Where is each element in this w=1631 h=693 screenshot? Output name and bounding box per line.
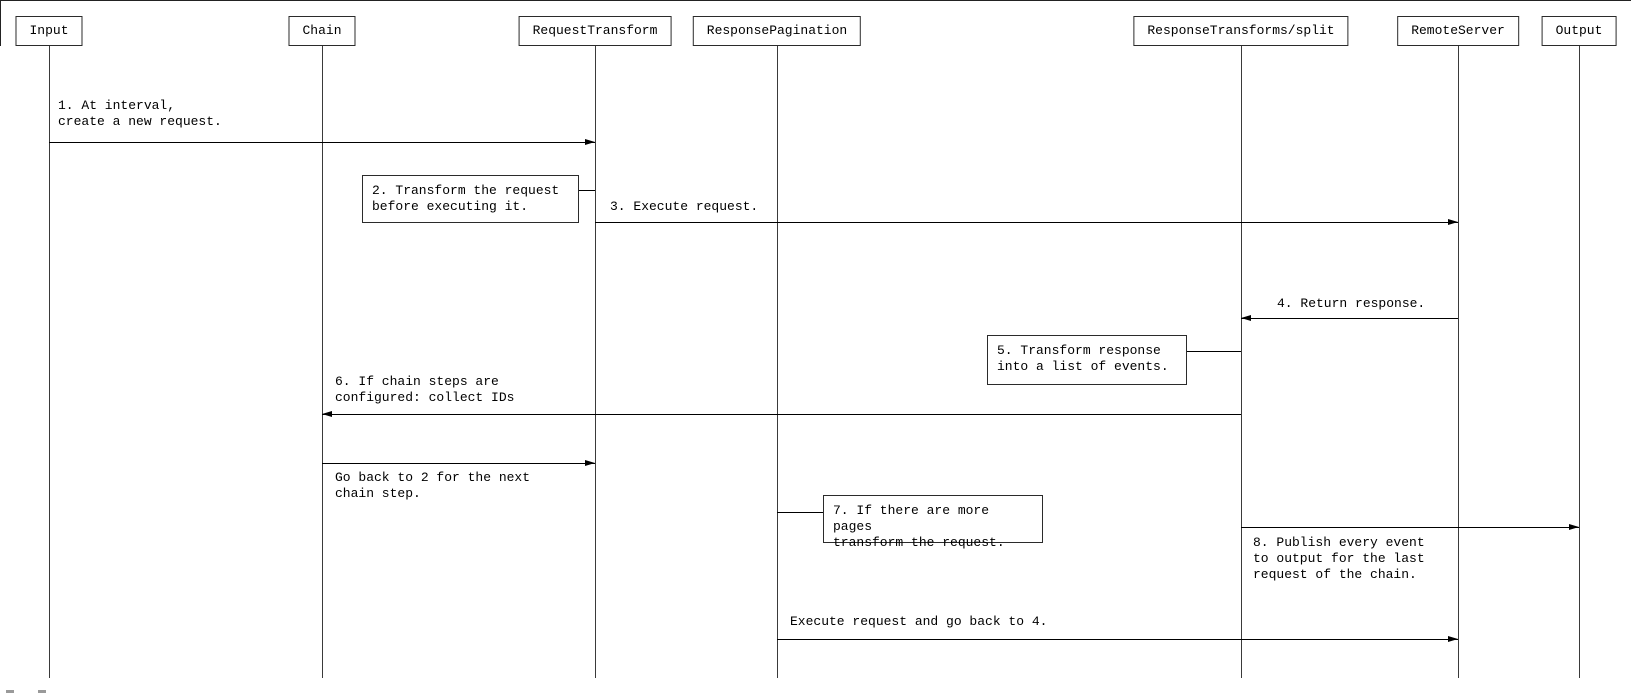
note-7-connector: [777, 512, 823, 513]
cropped-text-artifact: [38, 690, 46, 693]
note-2-connector: [579, 190, 595, 191]
lifeline-output: [1579, 46, 1580, 678]
participant-response-transforms: ResponseTransforms/split: [1133, 16, 1349, 46]
lifeline-request-transform: [595, 46, 596, 678]
cropped-text-artifact: [6, 690, 14, 693]
message-6-label: 6. If chain steps are configured: collec…: [335, 374, 515, 405]
message-4-arrow: [1241, 315, 1458, 321]
message-1-arrow: [49, 139, 595, 145]
goback-4-label: Execute request and go back to 4.: [790, 614, 1048, 629]
note-2-box: 2. Transform the request before executin…: [362, 175, 579, 223]
message-3-label: 3. Execute request.: [610, 199, 759, 214]
message-1-label: 1. At interval, create a new request.: [58, 98, 222, 129]
window-top-border: [0, 0, 1631, 1]
goback-2-label: Go back to 2 for the next chain step.: [335, 470, 531, 501]
lifeline-input: [49, 46, 50, 678]
participant-remote-server: RemoteServer: [1397, 16, 1519, 46]
participant-input: Input: [15, 16, 83, 46]
lifeline-response-pagination: [777, 46, 778, 678]
lifeline-response-transforms: [1241, 46, 1242, 678]
note-7-box: 7. If there are more pages transform the…: [823, 495, 1043, 550]
message-8-arrow: [1241, 524, 1579, 530]
message-3-arrow: [595, 219, 1458, 225]
participant-output: Output: [1541, 16, 1617, 46]
message-8-label: 8. Publish every event to output for the…: [1253, 535, 1425, 582]
message-6-arrow: [322, 411, 1241, 417]
participant-request-transform: RequestTransform: [518, 16, 672, 46]
note-5-connector: [1187, 351, 1241, 352]
participant-response-pagination: ResponsePagination: [692, 16, 862, 46]
participant-chain: Chain: [288, 16, 356, 46]
lifeline-remote-server: [1458, 46, 1459, 678]
message-4-label: 4. Return response.: [1277, 296, 1426, 311]
window-left-border: [0, 0, 1, 46]
goback-4-arrow: [777, 636, 1458, 642]
note-5-box: 5. Transform response into a list of eve…: [987, 335, 1187, 385]
goback-2-arrow: [322, 460, 595, 466]
lifeline-chain: [322, 46, 323, 678]
